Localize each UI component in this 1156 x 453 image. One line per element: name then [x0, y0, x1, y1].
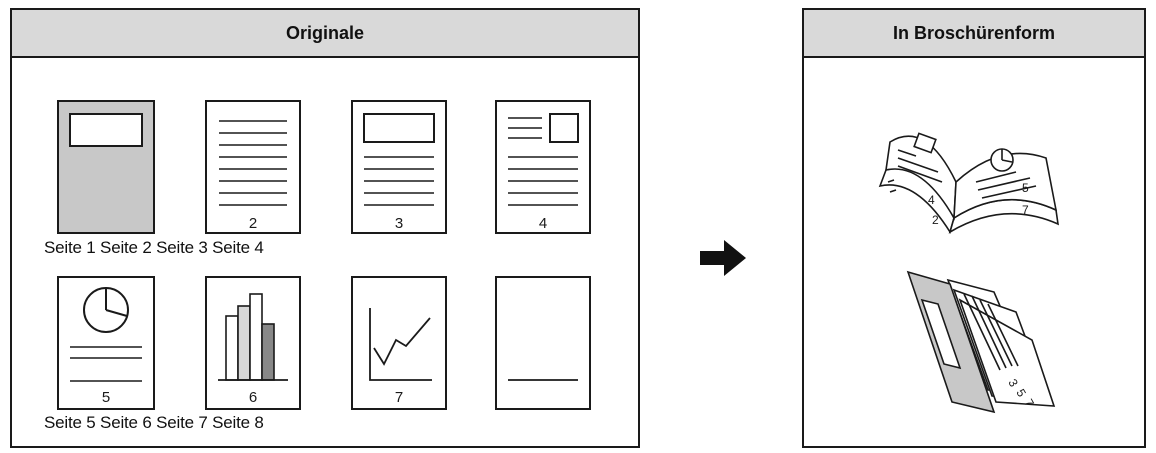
page-4: 4 — [495, 100, 591, 234]
booklet-page-2: 2 — [932, 213, 939, 227]
page-4-number: 4 — [539, 215, 547, 232]
page-2-number: 2 — [249, 215, 257, 232]
page-6: 6 — [205, 276, 301, 410]
page-3: 3 — [351, 100, 447, 234]
booklet-header: In Broschürenform — [804, 10, 1144, 58]
page-1-cover — [57, 100, 155, 234]
caption-row-2: Seite 5 Seite 6 Seite 7 Seite 8 — [44, 413, 264, 432]
page-5: 5 — [57, 276, 155, 410]
page-7: 7 — [351, 276, 447, 410]
booklet-page-5: 5 — [1022, 181, 1029, 195]
original-pages-illustration: 2 3 — [57, 100, 591, 410]
page-5-number: 5 — [102, 389, 110, 406]
booklet-illustration: 4 5 2 7 3 5 7 — [878, 132, 1059, 414]
booklet-title: In Broschürenform — [892, 22, 1056, 43]
booklet-page-7: 7 — [1022, 203, 1029, 217]
originals-title: Originale — [285, 22, 365, 43]
booklet-page-4: 4 — [928, 193, 935, 207]
open-booklet-icon — [878, 132, 1059, 234]
booklet-panel: In Broschürenform 4 — [802, 8, 1146, 448]
page-8-back — [495, 276, 591, 410]
page-3-number: 3 — [395, 215, 403, 232]
originals-header: Originale — [12, 10, 638, 58]
originals-panel: Originale 2 — [10, 8, 640, 448]
page-7-number: 7 — [395, 389, 403, 406]
page-2: 2 — [205, 100, 301, 234]
caption-row-1: Seite 1 Seite 2 Seite 3 Seite 4 — [44, 238, 264, 257]
folded-booklet-icon — [906, 270, 1056, 414]
page-6-number: 6 — [249, 389, 257, 406]
right-arrow-icon — [700, 240, 746, 276]
